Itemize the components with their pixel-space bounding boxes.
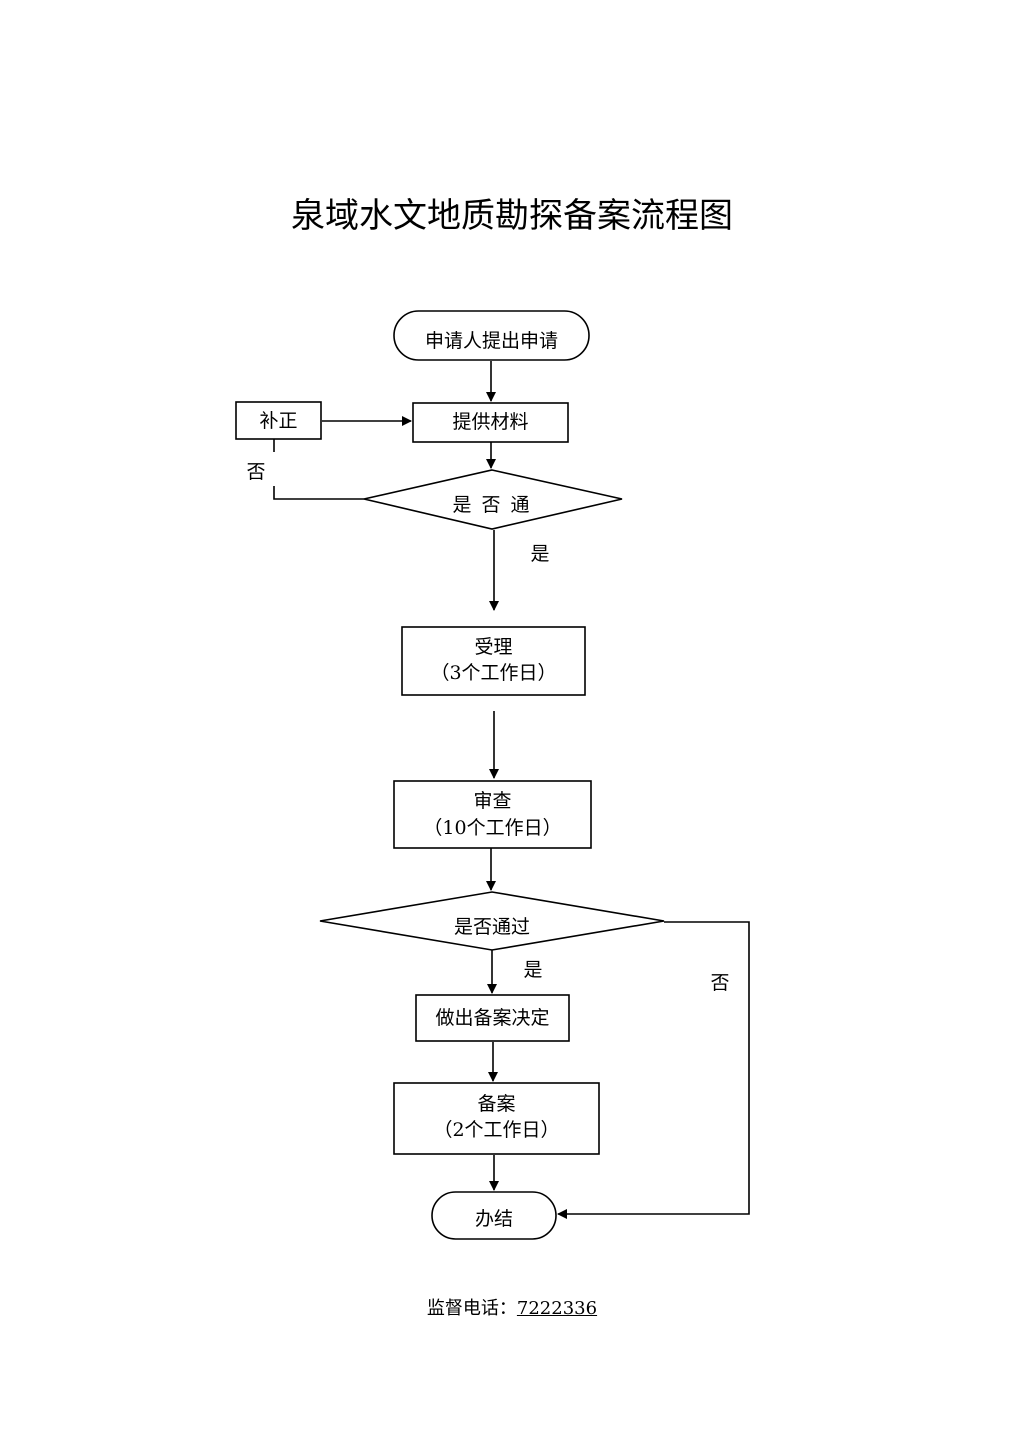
- record-box: [393, 1082, 600, 1155]
- footer: 监督电话：7222336: [0, 1294, 1024, 1320]
- page-title: 泉域水文地质勘探备案流程图: [291, 196, 733, 236]
- edge-label-yes-1: 是: [530, 543, 550, 565]
- end-terminal-shape: [431, 1191, 557, 1240]
- correction-label: 补正: [259, 410, 298, 432]
- check2-label: 是否通过: [453, 916, 530, 938]
- record-label: 备案: [477, 1093, 516, 1115]
- start-label: 申请人提出申请: [424, 330, 558, 352]
- review-box: [393, 780, 592, 849]
- footer-phone: 7222336: [516, 1298, 598, 1319]
- line-check1-no: [273, 486, 364, 500]
- accept-box: [401, 626, 586, 696]
- edge-label-no-right: 否: [710, 972, 730, 994]
- correction-box: [235, 401, 322, 440]
- footer-label: 监督电话：: [426, 1298, 517, 1319]
- check1-diamond: [363, 469, 623, 530]
- record-time-label: （2个工作日）: [433, 1119, 560, 1141]
- check1-label: 是 否 通: [452, 494, 532, 516]
- edge-label-no-left: 否: [246, 461, 266, 483]
- review-label: 审查: [473, 790, 512, 812]
- materials-label: 提供材料: [452, 411, 529, 433]
- accept-time-label: （3个工作日）: [430, 662, 557, 684]
- decision-label: 做出备案决定: [435, 1007, 550, 1029]
- review-time-label: （10个工作日）: [423, 817, 562, 839]
- start-terminal-shape: [393, 310, 590, 361]
- accept-label: 受理: [474, 636, 513, 658]
- end-label: 办结: [474, 1208, 513, 1230]
- edge-label-yes-2: 是: [523, 959, 543, 981]
- decision-box: [415, 994, 570, 1042]
- arrow-check2-no-end: [557, 921, 750, 1219]
